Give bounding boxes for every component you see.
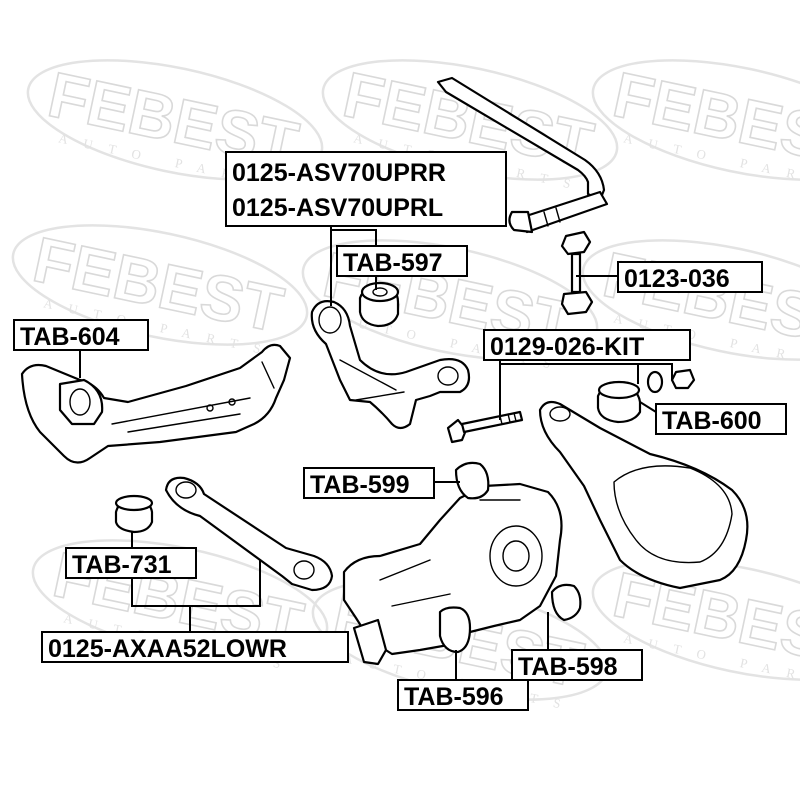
stabilizer-bar-icon — [436, 76, 609, 234]
label-0129-026-kit: 0129-026-KIT — [483, 329, 691, 361]
label-tab731: TAB-731 — [65, 547, 197, 579]
stabilizer-link-icon — [560, 230, 594, 316]
label-0125-axaa52lowr-text: 0125-AXAA52LOWR — [48, 635, 287, 663]
upper-arm-icon — [310, 300, 471, 430]
label-tab731-text: TAB-731 — [72, 551, 172, 579]
label-tab596-text: TAB-596 — [404, 683, 504, 711]
label-tab599-text: TAB-599 — [310, 471, 410, 499]
watermark-3: FEBEST AUTO PARTS — [591, 57, 800, 194]
label-tab598-text: TAB-598 — [518, 653, 618, 681]
leader-lines — [79, 226, 673, 680]
bushing-tab600-icon — [596, 368, 696, 424]
label-0123-036: 0123-036 — [617, 261, 763, 293]
label-tab604: TAB-604 — [13, 319, 149, 351]
camber-bolt-icon — [446, 410, 524, 444]
leader-lowr-bracket — [131, 560, 261, 607]
label-tab598: TAB-598 — [511, 649, 643, 681]
rear-control-arm-icon — [538, 400, 749, 590]
label-tab597-text: TAB-597 — [343, 249, 443, 277]
label-tab596: TAB-596 — [397, 679, 529, 711]
label-0123-036-text: 0123-036 — [624, 265, 730, 293]
label-tab599: TAB-599 — [303, 467, 435, 499]
label-tab597: TAB-597 — [336, 245, 468, 277]
knuckle-icon — [342, 461, 582, 666]
bushing-tab597-icon — [358, 281, 400, 328]
lower-arm-icon — [164, 476, 334, 592]
label-0125-axaa52lowr: 0125-AXAA52LOWR — [41, 631, 349, 663]
label-tab600-text: TAB-600 — [662, 407, 762, 435]
label-tab600: TAB-600 — [655, 403, 787, 435]
leader-kit-bracket — [500, 363, 673, 380]
leader-tab597-bracket — [331, 229, 377, 246]
leader-tab600 — [639, 401, 657, 413]
bushing-tab731-icon — [114, 494, 154, 534]
labels: 0125-ASV70UPRR 0125-ASV70UPRL TAB-597 01… — [13, 151, 787, 711]
trailing-arm-icon — [20, 343, 292, 464]
label-0129-026-kit-text: 0129-026-KIT — [490, 333, 644, 361]
label-0125-asv70uprr: 0125-ASV70UPRR — [232, 159, 446, 187]
label-tab604-text: TAB-604 — [20, 323, 120, 351]
label-0125-asv70uprl: 0125-ASV70UPRL — [232, 194, 443, 222]
label-upper-arm: 0125-ASV70UPRR 0125-ASV70UPRL — [225, 151, 507, 227]
